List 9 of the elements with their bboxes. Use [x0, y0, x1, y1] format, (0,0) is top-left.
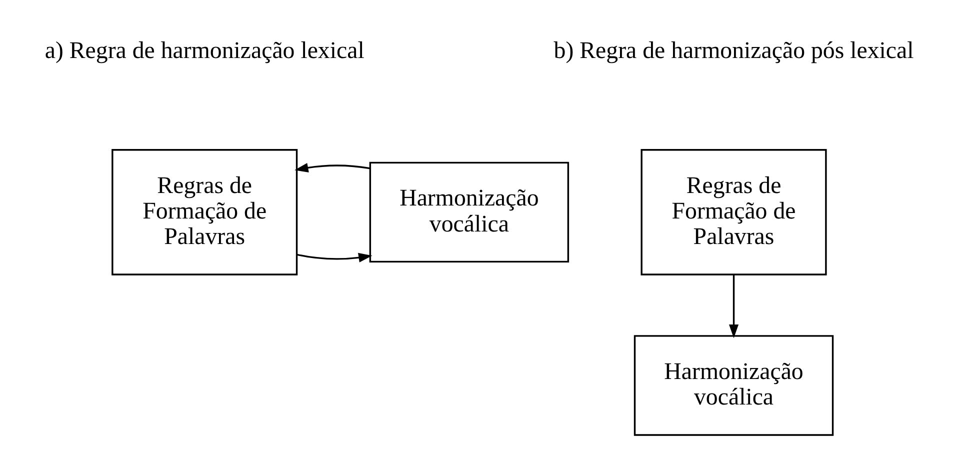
node-box: Regras de Formação de Palavras: [111, 149, 298, 276]
arrow: [294, 162, 370, 172]
node-box: Harmonização vocálica: [633, 335, 834, 436]
node-box: Regras de Formação de Palavras: [640, 149, 826, 276]
arrow: [728, 274, 738, 338]
label: a) Regra de harmonização lexical: [44, 38, 364, 64]
label: b) Regra de harmonização pós lexical: [553, 38, 914, 64]
node-box: Harmonização vocálica: [368, 162, 569, 263]
arrow: [296, 252, 372, 262]
